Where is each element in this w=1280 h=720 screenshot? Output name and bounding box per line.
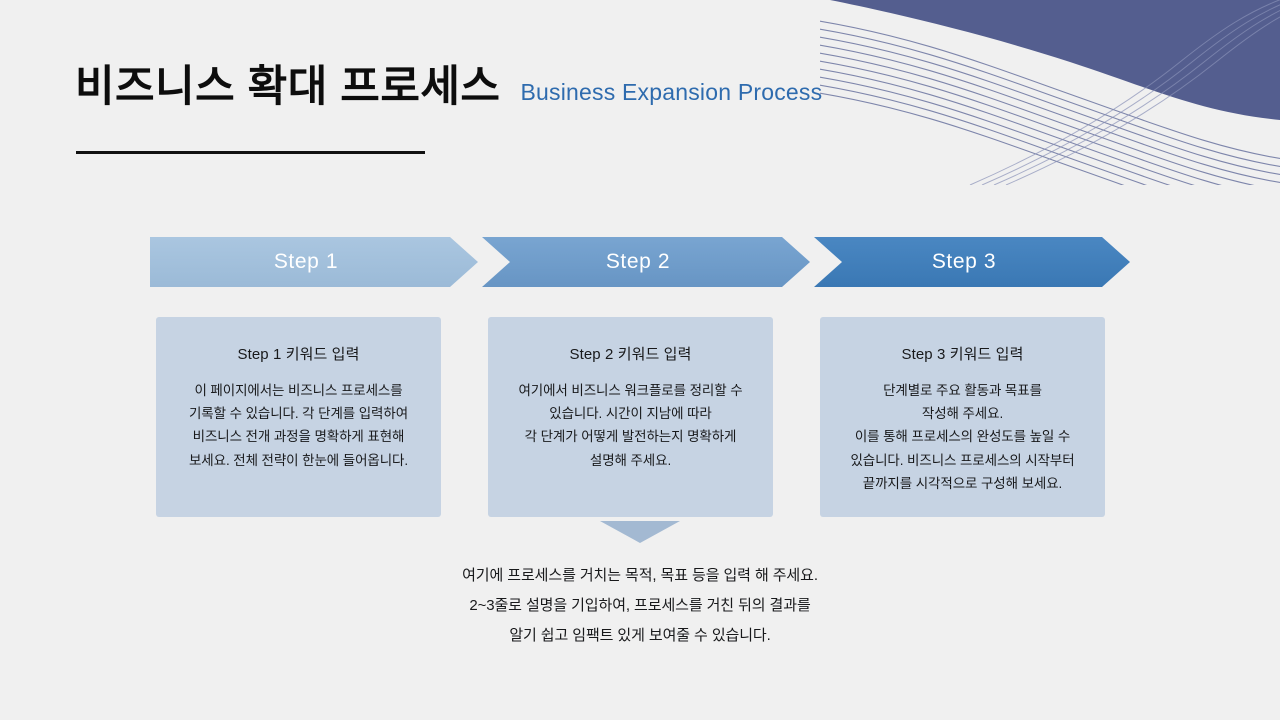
- summary-text: 여기에 프로세스를 거치는 목적, 목표 등을 입력 해 주세요. 2~3줄로 …: [0, 561, 1280, 651]
- page-title: 비즈니스 확대 프로세스: [75, 63, 501, 111]
- wave-solid-shape: [830, 0, 1280, 120]
- step-box-1-line-2: 기록할 수 있습니다. 각 단계를 입력하여: [188, 406, 409, 422]
- step-box-2-title: Step 2 키워드 입력: [569, 346, 692, 363]
- step-arrows-row: Step 1 Step 2: [150, 237, 1130, 287]
- step-box-1[interactable]: Step 1 키워드 입력 이 페이지에서는 비즈니스 프로세스를 기록할 수 …: [156, 317, 441, 517]
- step-arrow-2-label: Step 2: [605, 250, 671, 273]
- step-box-2[interactable]: Step 2 키워드 입력 여기에서 비즈니스 워크플로를 정리할 수 있습니다…: [488, 317, 773, 517]
- step-arrow-1[interactable]: Step 1: [150, 237, 478, 287]
- step-arrow-3[interactable]: Step 3: [814, 237, 1130, 287]
- step-box-2-line-4: 설명해 주세요.: [589, 452, 672, 468]
- page-subtitle: Business Expansion Process: [520, 79, 823, 105]
- step-arrow-2[interactable]: Step 2: [482, 237, 810, 287]
- step-box-3-title: Step 3 키워드 입력: [901, 346, 1024, 363]
- slide-header: 비즈니스 확대 프로세스 Business Expansion Process: [75, 66, 822, 109]
- step-box-3-line-5: 끝까지를 시각적으로 구성해 보세요.: [862, 475, 1063, 491]
- step-box-3[interactable]: Step 3 키워드 입력 단계별로 주요 활동과 목표를 작성해 주세요. 이…: [820, 317, 1105, 517]
- wave-decoration: [820, 0, 1280, 185]
- step-arrow-2-shape: [482, 237, 810, 287]
- step-arrow-1-label: Step 1: [273, 250, 339, 273]
- step-box-1-title: Step 1 키워드 입력: [237, 346, 360, 363]
- step-arrow-3-label: Step 3: [931, 250, 997, 273]
- step-box-2-body: 여기에서 비즈니스 워크플로를 정리할 수 있습니다. 시간이 지남에 따라 각…: [502, 379, 759, 472]
- step-box-3-line-1: 단계별로 주요 활동과 목표를: [883, 383, 1042, 398]
- summary-line-1: 여기에 프로세스를 거치는 목적, 목표 등을 입력 해 주세요.: [462, 567, 818, 584]
- step-box-1-body: 이 페이지에서는 비즈니스 프로세스를 기록할 수 있습니다. 각 단계를 입력…: [170, 379, 427, 472]
- step-box-3-line-4: 있습니다. 비즈니스 프로세스의 시작부터: [850, 452, 1075, 468]
- step-box-2-line-1: 여기에서 비즈니스 워크플로를 정리할 수: [518, 383, 743, 398]
- step-box-1-line-4: 보세요. 전체 전략이 한눈에 들어옵니다.: [188, 452, 409, 468]
- step-box-1-line-3: 비즈니스 전개 과정을 명확하게 표현해: [192, 429, 405, 445]
- step-box-3-line-2: 작성해 주세요.: [921, 406, 1004, 422]
- step-box-1-line-1: 이 페이지에서는 비즈니스 프로세스를: [194, 383, 403, 398]
- step-arrow-1-shape: [150, 237, 478, 287]
- summary-line-3: 알기 쉽고 임팩트 있게 보여줄 수 있습니다.: [509, 627, 771, 644]
- step-arrow-3-shape: [814, 237, 1130, 287]
- title-underline: [76, 151, 425, 154]
- step-box-3-line-3: 이를 통해 프로세스의 완성도를 높일 수: [854, 429, 1071, 445]
- step-box-3-body: 단계별로 주요 활동과 목표를 작성해 주세요. 이를 통해 프로세스의 완성도…: [834, 379, 1091, 495]
- step-box-2-line-2: 있습니다. 시간이 지남에 따라: [549, 406, 712, 422]
- step-box-2-line-3: 각 단계가 어떻게 발전하는지 명확하게: [524, 429, 737, 445]
- down-arrow-icon: [600, 521, 680, 543]
- summary-line-2: 2~3줄로 설명을 기입하여, 프로세스를 거친 뒤의 결과를: [469, 597, 811, 614]
